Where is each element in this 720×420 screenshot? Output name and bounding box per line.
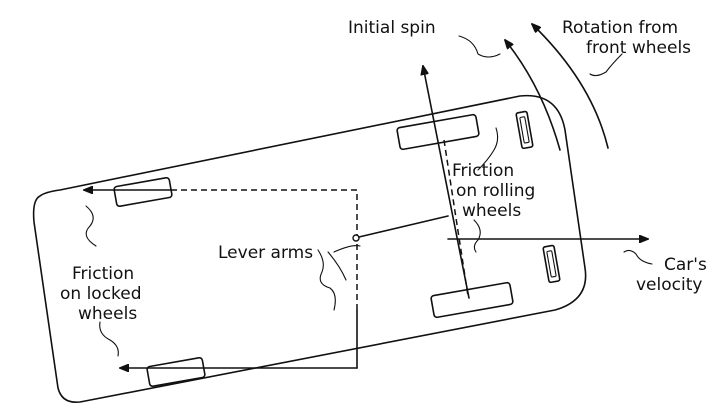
- front-top-wheel: [396, 113, 480, 151]
- label-initial-spin: Initial spin: [348, 18, 436, 38]
- label-lever-arms: Lever arms: [218, 243, 313, 263]
- rotation-arc: [532, 24, 609, 149]
- rear-bottom-wheel: [146, 356, 206, 388]
- leader-locked-top: [85, 205, 97, 247]
- leader-rolling-wheels: [473, 219, 481, 253]
- label-friction-locked-3: wheels: [78, 304, 137, 324]
- rear-top-wheel: [113, 176, 173, 208]
- leader-rotation: [589, 53, 623, 77]
- leader-rolling-top: [477, 127, 499, 171]
- initial-spin-arc: [505, 40, 561, 151]
- front-lever-arm: [358, 215, 449, 238]
- right-top-mirror: [515, 110, 534, 150]
- label-rotation-2: front wheels: [586, 38, 691, 58]
- center-of-mass: [352, 234, 360, 242]
- right-bottom-mirror: [542, 244, 561, 284]
- label-rotation-1: Rotation from: [562, 18, 678, 38]
- leader-initial-spin: [458, 35, 501, 58]
- label-friction-rolling-3: wheels: [462, 201, 521, 221]
- leader-lever-1: [317, 249, 336, 311]
- label-friction-locked-1: Friction: [72, 264, 134, 284]
- right-bottom-mirror-inner: [546, 250, 557, 278]
- leader-lever-3: [333, 245, 361, 253]
- label-velocity-1: Car's: [664, 255, 707, 275]
- rear-lever-dashed: [171, 189, 358, 310]
- label-friction-rolling-2: on rolling: [456, 181, 535, 201]
- car-body: [32, 94, 587, 404]
- label-friction-rolling-1: Friction: [452, 161, 514, 181]
- leader-velocity: [623, 249, 653, 265]
- front-bottom-wheel: [430, 281, 514, 319]
- rolling-friction-arrow: [423, 66, 470, 299]
- leader-locked-bottom: [99, 321, 119, 357]
- label-friction-locked-2: on locked: [60, 284, 142, 304]
- leader-lever-2: [327, 251, 347, 281]
- right-top-mirror-inner: [519, 116, 530, 144]
- label-velocity-2: velocity: [636, 275, 702, 295]
